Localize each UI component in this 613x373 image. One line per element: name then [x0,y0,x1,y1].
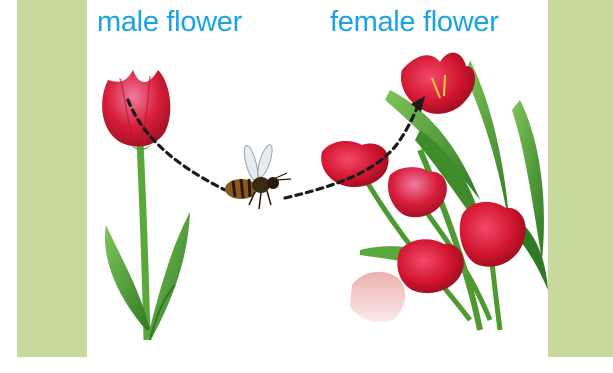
male-tulip-icon [102,70,190,340]
tulip-bloom [102,70,170,147]
tulip-bloom [397,239,463,293]
tulip-bloom [388,167,447,217]
female-tulip-bouquet-icon [321,53,548,330]
bee-icon [225,143,291,209]
tulip-bloom [460,202,526,267]
leaf-icon [148,212,190,338]
bottom-margin [0,357,613,373]
tulip-bloom-faded [350,272,405,322]
